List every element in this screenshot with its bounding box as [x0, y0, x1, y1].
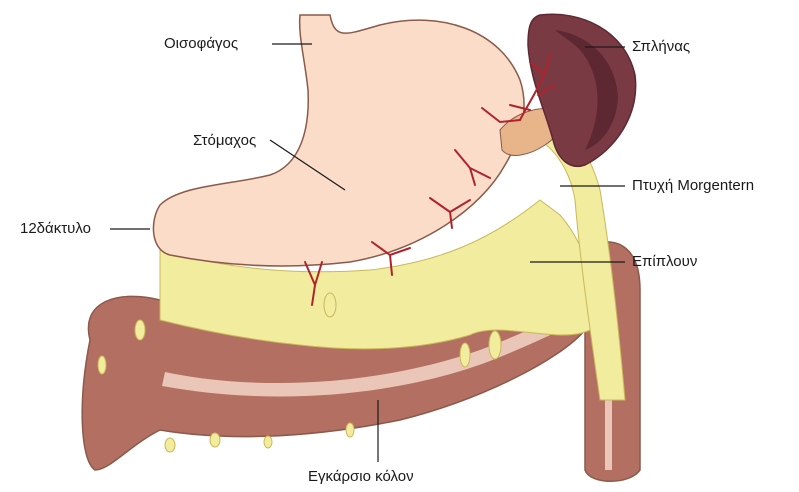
fat-droplet [489, 331, 501, 359]
fat-droplet [210, 433, 220, 447]
label-transverse-colon: Εγκάρσιο κόλον [308, 468, 414, 486]
fat-droplet [460, 343, 470, 367]
label-stomach: Στόμαχος [193, 132, 256, 150]
fat-droplet [165, 438, 175, 452]
label-spleen: Σπλήνας [632, 38, 690, 56]
label-morgenstern-fold: Πτυχή Morgentern [632, 177, 754, 195]
label-duodenum: 12δάκτυλο [20, 220, 91, 238]
fat-droplet [346, 423, 354, 437]
label-omentum: Επίπλουν [632, 253, 697, 271]
fat-droplet [264, 436, 272, 448]
fat-droplet [324, 293, 336, 317]
fat-droplet [135, 320, 145, 340]
label-esophagus: Οισοφάγος [164, 35, 238, 53]
fat-droplet [98, 356, 106, 374]
